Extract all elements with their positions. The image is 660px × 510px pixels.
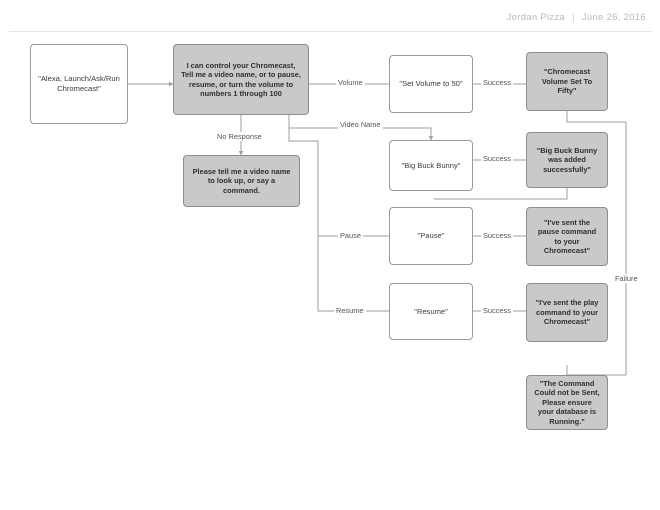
node-resume-confirmation[interactable]: "I've sent the play command to your Chro… [526, 283, 608, 342]
edge-label-volume: Volume [336, 78, 365, 87]
node-pause-confirmation[interactable]: "I've sent the pause command to your Chr… [526, 207, 608, 266]
edge-label-pause: Pause [338, 231, 363, 240]
node-invoke-phrase[interactable]: "Alexa, Launch/Ask/Run Chromecast" [30, 44, 128, 124]
node-set-volume-command[interactable]: "Set Volume to 50" [389, 55, 473, 113]
edge-label-success-pause: Success [481, 231, 513, 240]
node-volume-confirmation[interactable]: "Chromecast Volume Set To Fifty" [526, 52, 608, 111]
header-date: June 26, 2016 [581, 12, 646, 23]
wire-bunnyok-jog [434, 188, 568, 200]
header-separator: | [572, 12, 575, 23]
document-header-meta: Jordan Pizza | June 26, 2016 [507, 12, 646, 23]
edge-label-video-name: Video Name [338, 120, 383, 129]
node-failure-message[interactable]: "The Command Could not be Sent, Please e… [526, 375, 608, 430]
edge-label-success-video: Success [481, 154, 513, 163]
header-author: Jordan Pizza [506, 12, 566, 23]
edge-label-failure: Failure [613, 274, 640, 283]
wire-failure-rail [566, 111, 627, 375]
edge-label-success-volume: Success [481, 78, 513, 87]
header-divider [9, 31, 651, 32]
wire-pause [288, 128, 389, 237]
node-pause-command[interactable]: "Pause" [389, 207, 473, 265]
node-resume-command[interactable]: "Resume" [389, 283, 473, 340]
edge-label-success-resume: Success [481, 306, 513, 315]
wire-resume [317, 236, 389, 312]
wire-videoname [337, 127, 434, 141]
wire-intro-elbow-videoname [288, 115, 337, 129]
node-no-response-prompt[interactable]: Please tell me a video name to look up, … [183, 155, 300, 207]
node-intro-response[interactable]: I can control your Chromecast, Tell me a… [173, 44, 309, 115]
node-video-name-command[interactable]: "Big Buck Bunny" [389, 140, 473, 191]
edge-label-no-response: No Response [215, 132, 264, 141]
node-video-added-confirmation[interactable]: "Big Buck Bunny was added successfully" [526, 132, 608, 188]
edge-label-resume: Resume [334, 306, 366, 315]
